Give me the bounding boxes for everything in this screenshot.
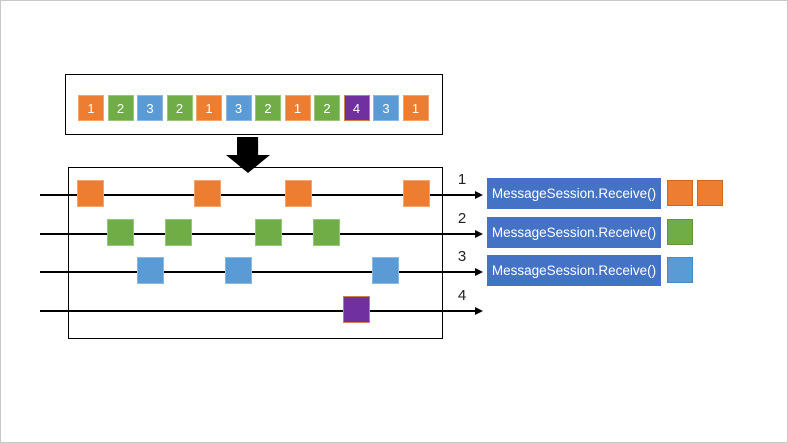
receive-button[interactable]: MessageSession.Receive() xyxy=(487,255,661,286)
queue-message: 1 xyxy=(284,95,311,121)
receive-button[interactable]: MessageSession.Receive() xyxy=(487,178,661,209)
session-number-label: 4 xyxy=(457,287,467,304)
session-timeline xyxy=(40,310,476,312)
session-number-label: 1 xyxy=(457,171,467,188)
session-message xyxy=(313,219,340,246)
timeline-arrowhead-icon xyxy=(475,191,483,199)
received-message xyxy=(697,180,723,206)
timeline-arrowhead-icon xyxy=(475,268,483,276)
queue-message: 3 xyxy=(137,95,163,121)
queue-message: 3 xyxy=(373,95,399,121)
queue-message: 3 xyxy=(225,95,252,121)
session-timeline xyxy=(40,271,476,273)
session-message xyxy=(137,257,164,284)
received-message xyxy=(667,180,693,206)
receive-button[interactable]: MessageSession.Receive() xyxy=(487,217,661,248)
session-message xyxy=(285,180,312,207)
session-message xyxy=(165,219,192,246)
session-message xyxy=(372,257,399,284)
session-number-label: 2 xyxy=(457,210,467,227)
session-number-label: 3 xyxy=(457,248,467,265)
session-message xyxy=(77,180,104,207)
queue-message: 2 xyxy=(314,95,340,121)
session-message xyxy=(255,219,282,246)
timeline-arrowhead-icon xyxy=(475,230,483,238)
session-message xyxy=(343,296,370,323)
queue-message: 2 xyxy=(107,95,134,121)
queue-message: 1 xyxy=(402,95,429,121)
session-message xyxy=(107,219,134,246)
session-message xyxy=(194,180,221,207)
queue-message: 2 xyxy=(255,95,281,121)
session-lanes-box xyxy=(68,167,443,339)
received-message xyxy=(667,219,693,245)
queue-message: 1 xyxy=(78,95,104,121)
queue-message: 4 xyxy=(343,95,370,121)
session-message xyxy=(403,180,430,207)
session-message xyxy=(225,257,252,284)
received-message xyxy=(667,257,693,283)
timeline-arrowhead-icon xyxy=(475,307,483,315)
queue-message: 2 xyxy=(166,95,193,121)
session-timeline xyxy=(40,194,476,196)
queue-message: 1 xyxy=(196,95,222,121)
